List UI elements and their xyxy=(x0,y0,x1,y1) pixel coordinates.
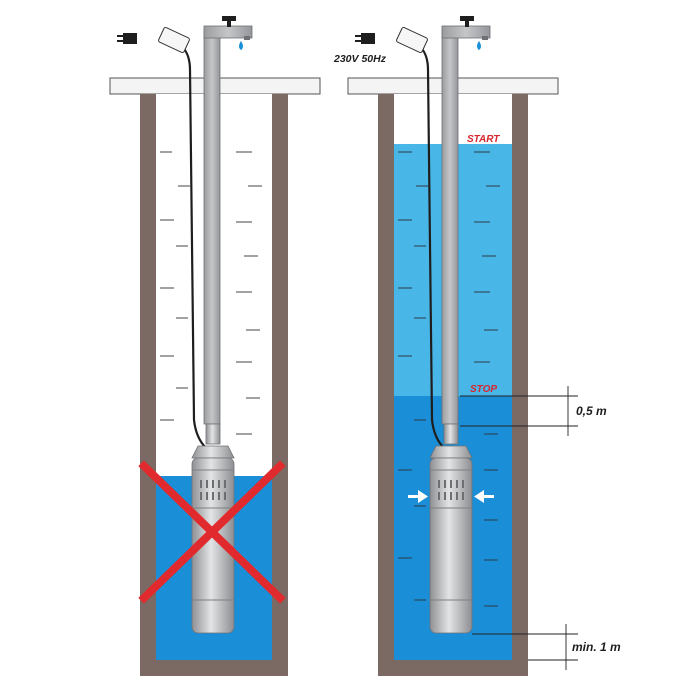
left-well-wall-right xyxy=(272,94,288,676)
right-well-bottom xyxy=(378,660,528,676)
right-outlet-pipe xyxy=(441,16,491,425)
right-well-level-ticks xyxy=(398,151,500,607)
left-power-cable xyxy=(117,26,207,449)
gap-dimension-label: 0,5 m xyxy=(576,404,607,418)
left-well-level-ticks xyxy=(160,151,262,435)
gap-dimension xyxy=(460,386,578,436)
water-drop-icon xyxy=(477,41,481,50)
water-drop-icon xyxy=(239,41,243,50)
right-pump xyxy=(429,423,473,634)
right-well-wall-left xyxy=(378,94,394,676)
left-well-wall-left xyxy=(140,94,156,676)
plug-icon xyxy=(396,26,428,54)
wrong-installation-cross-icon xyxy=(138,460,286,604)
left-outlet-pipe xyxy=(203,16,253,425)
left-pump xyxy=(191,423,235,634)
min-depth-dimension xyxy=(472,624,578,670)
min-depth-dimension-label: min. 1 m xyxy=(572,640,621,654)
stop-level-label: STOP xyxy=(470,384,497,395)
left-well xyxy=(109,16,321,676)
right-power-cable xyxy=(355,26,445,449)
intake-arrow-left-icon xyxy=(408,490,428,503)
intake-arrow-right-icon xyxy=(474,490,494,503)
right-well xyxy=(347,16,559,676)
plug-icon xyxy=(158,26,190,54)
right-well-wall-right xyxy=(512,94,528,676)
voltage-label: 230V 50Hz xyxy=(333,53,387,65)
left-well-bottom xyxy=(140,660,288,676)
start-level-label: START xyxy=(467,134,500,145)
